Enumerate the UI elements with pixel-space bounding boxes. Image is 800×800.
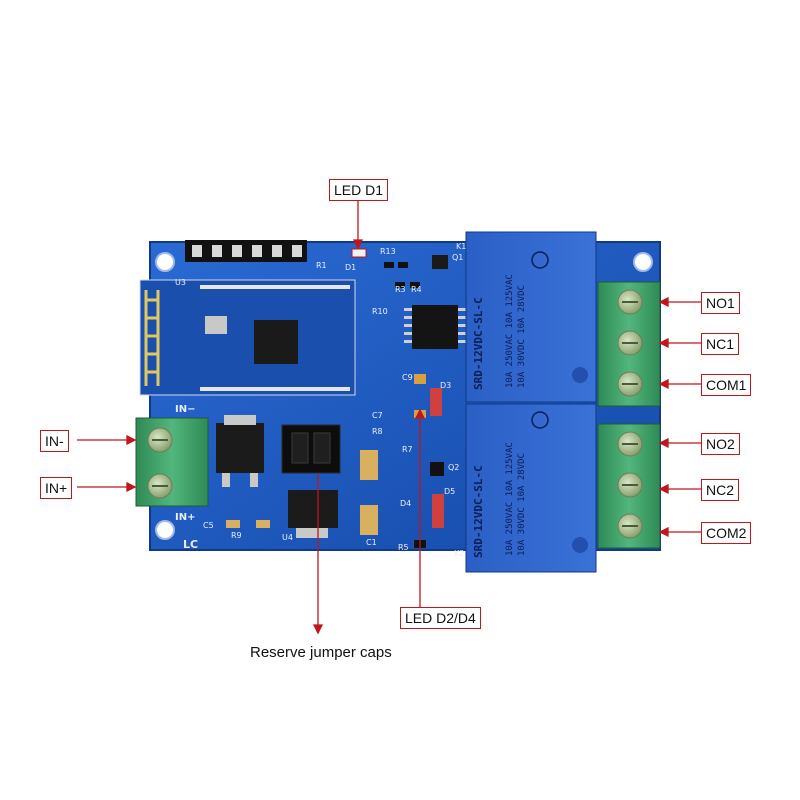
silk-d4: D4 xyxy=(400,499,411,508)
silk-c7: C7 xyxy=(372,411,383,420)
output-terminal-block-1 xyxy=(597,281,661,407)
silk-d3: D3 xyxy=(440,381,451,390)
mounting-hole xyxy=(155,252,175,272)
callout-led-d2-d4: LED D2/D4 xyxy=(400,607,481,629)
callout-com2: COM2 xyxy=(701,522,752,544)
relay-k1-rating-2: 10A 30VDC 10A 28VDC xyxy=(517,285,527,388)
silk-c5: C5 xyxy=(203,521,214,530)
callout-led-d1: LED D1 xyxy=(329,179,389,201)
smd-components xyxy=(351,248,466,548)
silk-r7: R7 xyxy=(402,445,413,454)
module-chip xyxy=(254,320,298,364)
silk-u4: U4 xyxy=(282,533,293,542)
silk-d1: D1 xyxy=(345,263,356,272)
silk-c1: C1 xyxy=(366,538,377,547)
callout-nc2: NC2 xyxy=(701,479,740,501)
pin-header xyxy=(185,240,307,262)
relay-k2-model: SRD-12VDC-SL-C xyxy=(472,465,485,558)
silk-k2: K2 xyxy=(454,549,464,558)
callout-no1: NO1 xyxy=(701,292,740,314)
silk-logo: LC xyxy=(183,538,198,551)
silk-in-plus: IN+ xyxy=(175,512,195,523)
silk-r8: R8 xyxy=(372,427,383,436)
silkscreen-labels: U3 R1 D1 R13 K1 Q1 R3 R4 R10 C9 D3 C7 R8… xyxy=(175,242,466,558)
silk-in-minus: IN− xyxy=(175,404,195,415)
silk-r10: R10 xyxy=(372,307,388,316)
silk-r1: R1 xyxy=(316,261,327,270)
silk-u3: U3 xyxy=(175,278,186,287)
relay-k2-rating-2: 10A 30VDC 10A 28VDC xyxy=(517,453,527,556)
jumper-caps xyxy=(281,424,341,474)
silk-c9: C9 xyxy=(402,373,413,382)
silk-r3: R3 xyxy=(395,285,406,294)
power-regulators xyxy=(216,415,378,538)
leader-lines xyxy=(77,200,701,635)
silk-q1: Q1 xyxy=(452,253,463,262)
silk-d5: D5 xyxy=(444,487,455,496)
bluetooth-module xyxy=(139,279,356,396)
callout-in-minus: IN- xyxy=(40,430,69,452)
relay-k2: SRD-12VDC-SL-C 10A 250VAC 10A 125VAC 10A… xyxy=(465,403,597,573)
callout-nc1: NC1 xyxy=(701,333,740,355)
silk-r13: R13 xyxy=(380,247,396,256)
relay-k1-model: SRD-12VDC-SL-C xyxy=(472,297,485,390)
silk-q2: Q2 xyxy=(448,463,459,472)
input-terminal-block xyxy=(135,417,209,507)
reserve-jumper-caps-caption: Reserve jumper caps xyxy=(250,644,392,661)
relay-k1: SRD-12VDC-SL-C 10A 250VAC 10A 125VAC 10A… xyxy=(465,231,597,403)
silk-r9: R9 xyxy=(231,531,242,540)
mounting-hole xyxy=(155,520,175,540)
callout-com1: COM1 xyxy=(701,374,752,396)
relay-k2-rating-1: 10A 250VAC 10A 125VAC xyxy=(505,442,515,556)
silk-r5: R5 xyxy=(398,543,409,552)
mounting-hole xyxy=(633,252,653,272)
crystal xyxy=(205,316,227,334)
silk-r4: R4 xyxy=(411,285,422,294)
silk-k1: K1 xyxy=(456,242,466,251)
relay-k1-rating-1: 10A 250VAC 10A 125VAC xyxy=(505,274,515,388)
callout-no2: NO2 xyxy=(701,433,740,455)
output-terminal-block-2 xyxy=(597,423,661,549)
callout-in-plus: IN+ xyxy=(40,477,73,499)
